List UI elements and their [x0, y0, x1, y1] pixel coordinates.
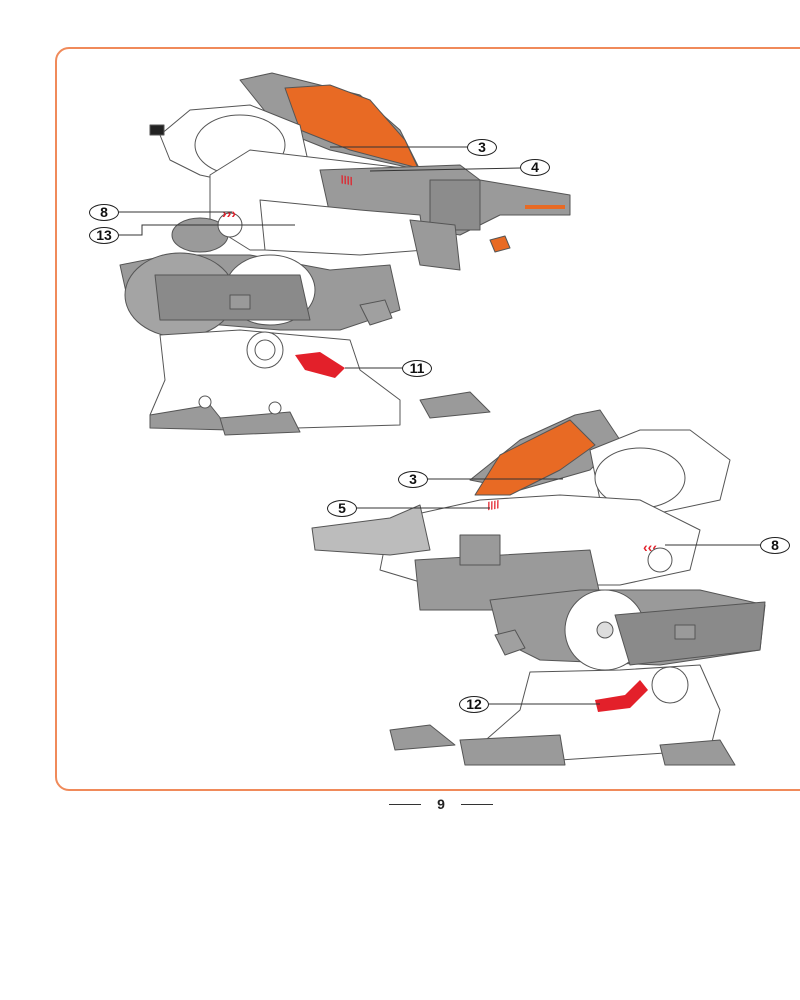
page-frame [55, 47, 800, 791]
robot-top-view: ››› \\\\ [119, 72, 571, 436]
callout-11: 11 [402, 360, 432, 377]
callout-8-bottom: 8 [760, 537, 790, 554]
callout-leader-lines [119, 146, 760, 705]
footer-rule-right [460, 803, 493, 805]
svg-text:\\\\: \\\\ [339, 174, 353, 188]
callout-3-top: 3 [467, 139, 497, 156]
svg-text:›››: ››› [222, 205, 236, 221]
callout-13: 13 [89, 227, 119, 244]
footer-rule-left [389, 803, 421, 805]
callout-8-top: 8 [89, 204, 119, 221]
callout-5: 5 [327, 500, 357, 517]
page-number-footer: 9 [389, 794, 493, 814]
page-number: 9 [437, 796, 445, 812]
robot-bottom-view: ‹‹‹ //// [311, 409, 766, 766]
callout-3-bottom: 3 [398, 471, 428, 488]
svg-text:////: //// [486, 499, 500, 513]
callout-4: 4 [520, 159, 550, 176]
callout-12: 12 [459, 696, 489, 713]
